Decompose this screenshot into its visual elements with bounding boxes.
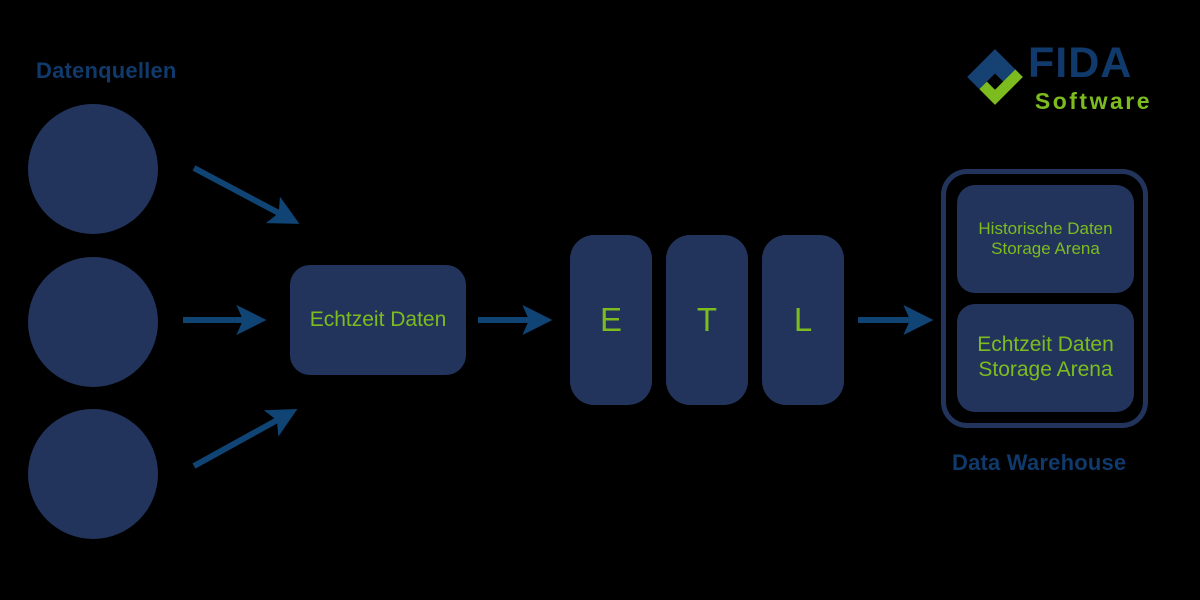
data-source-circle-2[interactable] bbox=[28, 257, 158, 387]
realtime-data-node[interactable]: Echtzeit Daten bbox=[290, 265, 466, 375]
data-source-circle-3[interactable] bbox=[28, 409, 158, 539]
data-warehouse-label: Data Warehouse bbox=[952, 450, 1127, 475]
warehouse-historic-line2: Storage Arena bbox=[991, 239, 1100, 258]
fida-wordmark: FIDA bbox=[1028, 39, 1133, 87]
warehouse-historic-storage[interactable]: Historische Daten Storage Arena bbox=[957, 185, 1134, 293]
warehouse-realtime-storage[interactable]: Echtzeit Daten Storage Arena bbox=[957, 304, 1134, 412]
warehouse-realtime-line1: Echtzeit Daten bbox=[977, 333, 1114, 357]
etl-box-transform-label: T bbox=[696, 300, 718, 338]
etl-box-transform[interactable]: T bbox=[666, 235, 748, 405]
etl-box-extract[interactable]: E bbox=[570, 235, 652, 405]
etl-box-load-label: L bbox=[793, 300, 813, 338]
etl-box-extract-label: E bbox=[599, 300, 622, 338]
fida-logo[interactable]: FIDA Software bbox=[966, 42, 1152, 122]
data-source-circle-1[interactable] bbox=[28, 104, 158, 234]
datenquellen-label: Datenquellen bbox=[36, 58, 177, 83]
arrow-source1-to-realtime bbox=[192, 165, 300, 224]
fida-subword: Software bbox=[1034, 88, 1152, 114]
data-warehouse-container: Historische Daten Storage Arena Echtzeit… bbox=[941, 169, 1148, 428]
warehouse-historic-line1: Historische Daten bbox=[978, 218, 1113, 238]
diamond-check-icon bbox=[967, 49, 1023, 105]
warehouse-realtime-line2: Storage Arena bbox=[978, 358, 1113, 381]
etl-box-load[interactable]: L bbox=[762, 235, 844, 405]
realtime-data-node-label: Echtzeit Daten bbox=[309, 307, 447, 331]
arrow-source3-to-realtime bbox=[192, 408, 298, 469]
